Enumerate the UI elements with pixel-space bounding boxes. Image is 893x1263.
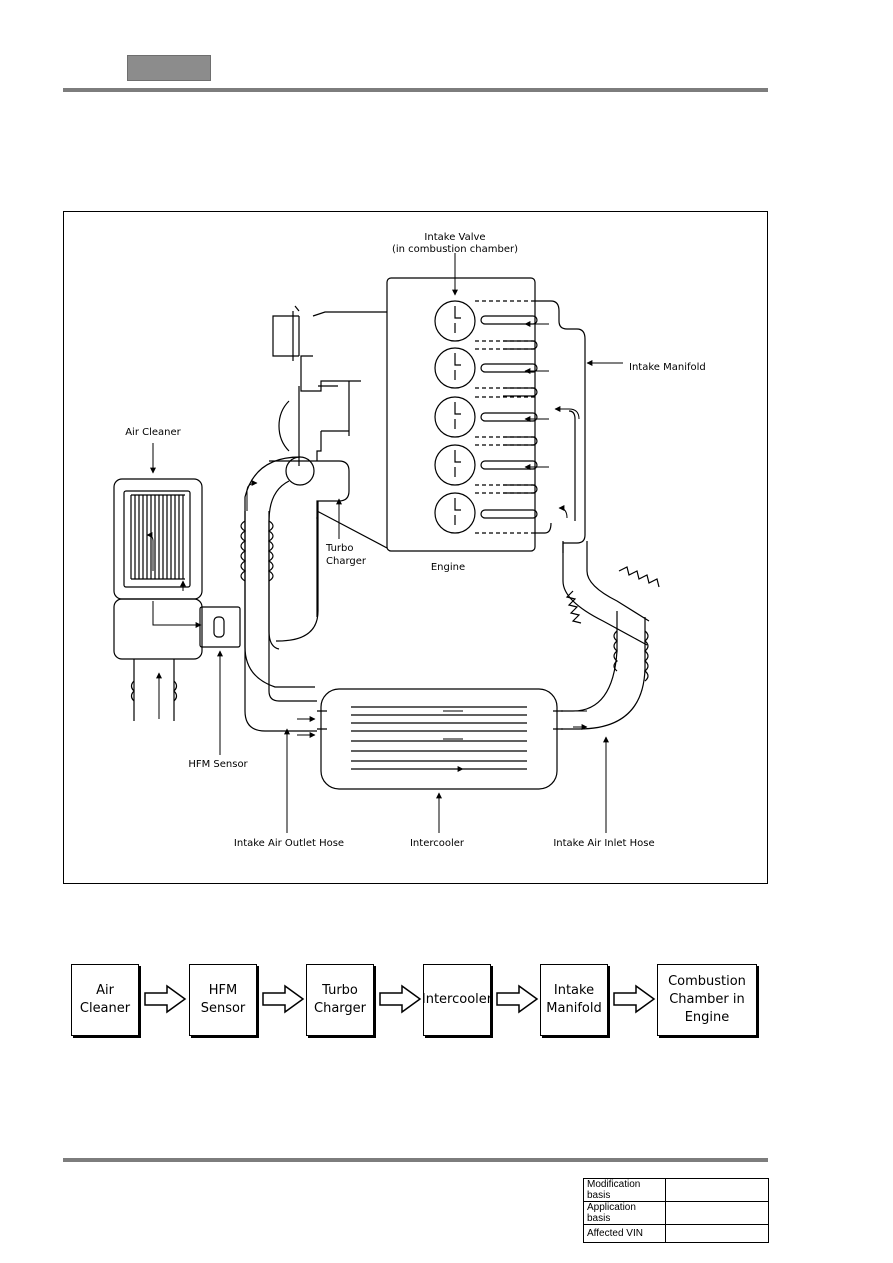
application-basis-value <box>665 1201 769 1225</box>
cylinder-dashes <box>475 300 535 534</box>
flow-step-air-cleaner: Air Cleaner <box>71 964 139 1036</box>
flow-arrow-1 <box>144 984 187 1014</box>
header-tab <box>127 55 211 81</box>
modification-basis-label: Modification basis <box>583 1178 666 1202</box>
revision-info-table: Modification basis Application basis Aff… <box>583 1178 769 1243</box>
flow-step-combustion-chamber: Combustion Chamber in Engine <box>657 964 757 1036</box>
diagram-frame <box>63 211 768 884</box>
intake-manifold <box>535 300 586 553</box>
engine-block <box>386 277 536 552</box>
label-intake-manifold: Intake Manifold <box>629 362 706 373</box>
label-intake-valve-sub: (in combustion chamber) <box>392 244 518 255</box>
label-engine: Engine <box>431 562 465 573</box>
flow-step-turbo-charger: Turbo Charger <box>306 964 374 1036</box>
label-intercooler: Intercooler <box>410 838 465 849</box>
modification-basis-value <box>665 1178 769 1202</box>
air-filter-element <box>130 495 184 579</box>
label-intake-valve: Intake Valve <box>424 232 485 243</box>
intake-runners <box>480 315 538 519</box>
intercooler <box>320 688 558 790</box>
label-turbo-charger-2: Charger <box>326 556 367 567</box>
table-row: Affected VIN <box>583 1224 769 1243</box>
air-cleaner <box>113 478 203 600</box>
turbo-charger <box>269 460 350 519</box>
label-intake-air-inlet-hose: Intake Air Inlet Hose <box>553 838 654 849</box>
affected-vin-label: Affected VIN <box>583 1224 666 1243</box>
engine-head <box>272 311 387 461</box>
flow-arrow-3 <box>379 984 422 1014</box>
flow-arrow-2 <box>262 984 305 1014</box>
footer-rule <box>63 1158 768 1162</box>
label-air-cleaner: Air Cleaner <box>125 427 181 438</box>
flow-arrow-4 <box>496 984 539 1014</box>
intake-system-diagram: Intake Valve (in combustion chamber) Int… <box>113 232 706 849</box>
application-basis-label: Application basis <box>583 1201 666 1225</box>
flow-step-intake-manifold: Intake Manifold <box>540 964 608 1036</box>
hfm-sensor <box>199 606 241 648</box>
flow-arrow-5 <box>613 984 656 1014</box>
table-row: Application basis <box>583 1201 769 1225</box>
label-intake-air-outlet-hose: Intake Air Outlet Hose <box>234 838 344 849</box>
label-hfm-sensor: HFM Sensor <box>188 759 248 770</box>
table-row: Modification basis <box>583 1178 769 1202</box>
header-rule <box>63 88 768 92</box>
cylinders <box>434 300 476 534</box>
affected-vin-value <box>665 1224 769 1243</box>
flow-step-hfm-sensor: HFM Sensor <box>189 964 257 1036</box>
intake-air-outlet-hose <box>244 651 317 732</box>
flow-step-intercooler: Intercooler <box>422 964 492 1036</box>
label-turbo-charger-1: Turbo <box>325 543 354 554</box>
